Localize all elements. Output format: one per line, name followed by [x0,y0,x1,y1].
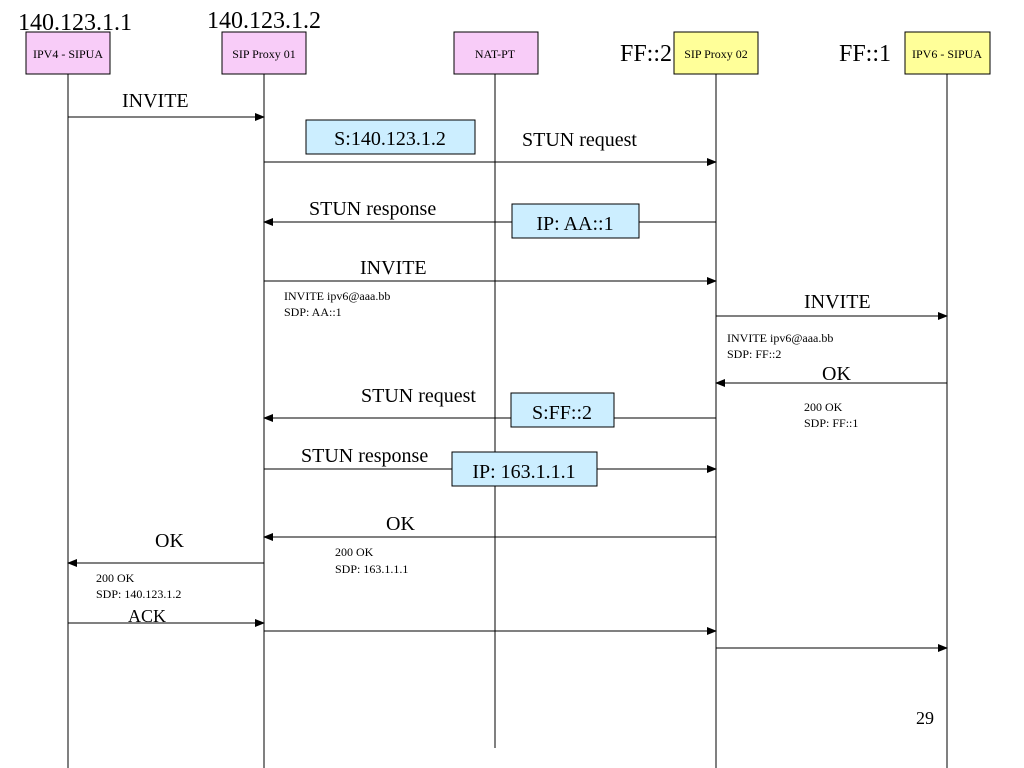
ipv6-ua-entity: IPV6 - SIPUA [904,31,991,75]
entity-label: SIP Proxy 02 [684,47,748,61]
sip-proxy-01-address: 140.123.1.2 [207,8,321,34]
message-note-line: INVITE ipv6@aaa.bb [284,289,390,303]
message-label: ACK [128,606,166,626]
message-note-line: SDP: AA::1 [284,305,342,319]
entity-box [904,31,991,75]
entity-label: IPV6 - SIPUA [912,47,982,61]
entity-label: SIP Proxy 01 [232,47,296,61]
message-note-line: 200 OK [335,545,374,559]
message-label: OK [155,530,184,552]
address-box [511,203,640,239]
message-label: OK [822,363,851,385]
message-note-line: SDP: FF::2 [727,347,781,361]
address-box-label: S:140.123.1.2 [334,128,446,150]
address-box-label: IP: AA::1 [536,213,613,235]
message-label: INVITE [122,90,189,112]
address-box [510,392,615,428]
address-box-label: IP: 163.1.1.1 [472,461,575,483]
address-box [451,451,598,487]
address-box-label: S:FF::2 [532,402,592,424]
message-note-line: SDP: FF::1 [804,416,858,430]
entity-box [453,31,539,75]
message-note-line: SDP: 163.1.1.1 [335,562,408,576]
entity-box [673,31,759,75]
address-box [305,119,476,155]
message-label: INVITE [360,257,427,279]
message-note-line: INVITE ipv6@aaa.bb [727,331,833,345]
entity-label: IPV4 - SIPUA [33,47,103,61]
message-note-line: 200 OK [804,400,843,414]
message-label: OK [386,513,415,535]
entity-label: NAT-PT [475,47,516,61]
page-number: 29 [916,708,934,728]
entity-box [221,31,307,75]
message-label: STUN response [301,445,428,467]
message-note-line: SDP: 140.123.1.2 [96,587,181,601]
ipv4-ua-entity: IPV4 - SIPUA [25,31,111,75]
sip-proxy-01-entity: SIP Proxy 01 [221,31,307,75]
message-note-line: 200 OK [96,571,135,585]
message-label: STUN response [309,198,436,220]
message-label: STUN request [361,385,476,407]
sip-proxy-02-address: FF::2 [620,41,672,67]
sip-proxy-02-entity: SIP Proxy 02 [673,31,759,75]
entity-box [25,31,111,75]
ipv6-ua-address: FF::1 [839,41,891,67]
message-label: STUN request [522,129,637,151]
message-label: INVITE [804,291,871,313]
nat-pt-entity: NAT-PT [453,31,539,75]
